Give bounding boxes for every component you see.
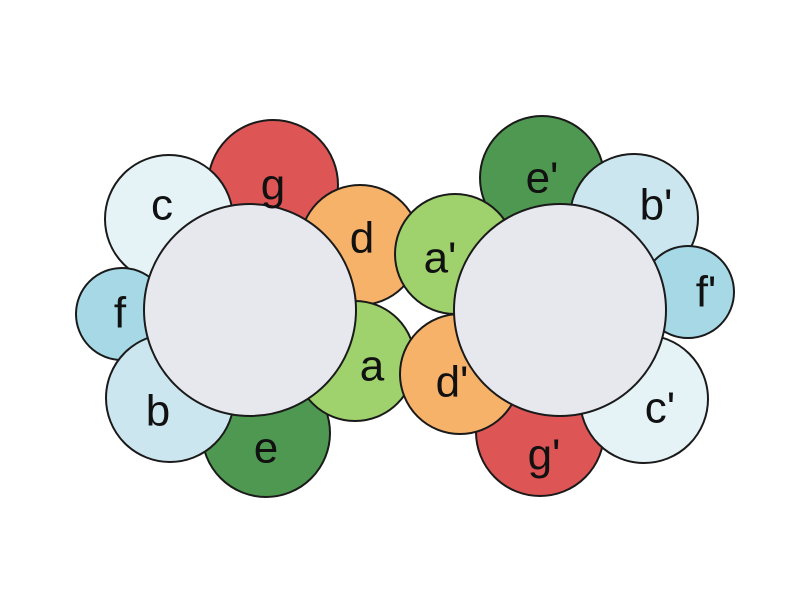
label-e: e [254, 424, 278, 473]
label-g-prime: g' [528, 431, 561, 480]
left-core-circle [143, 203, 357, 417]
right-core-circle [453, 203, 667, 417]
label-d-prime: d' [436, 358, 469, 407]
label-c: c [151, 181, 173, 230]
label-e-prime: e' [526, 154, 559, 203]
label-g: g [261, 161, 285, 210]
label-d: d [350, 214, 374, 263]
label-f: f [114, 289, 127, 338]
label-a: a [360, 342, 385, 391]
label-b: b [146, 387, 170, 436]
label-f-prime: f' [696, 268, 717, 317]
left-wheel: g c f b e d a [75, 119, 421, 498]
label-b-prime: b' [640, 181, 673, 230]
label-c-prime: c' [645, 384, 675, 433]
right-wheel: e' b' f' c' g' d' a' [394, 115, 735, 497]
label-a-prime: a' [424, 234, 457, 283]
